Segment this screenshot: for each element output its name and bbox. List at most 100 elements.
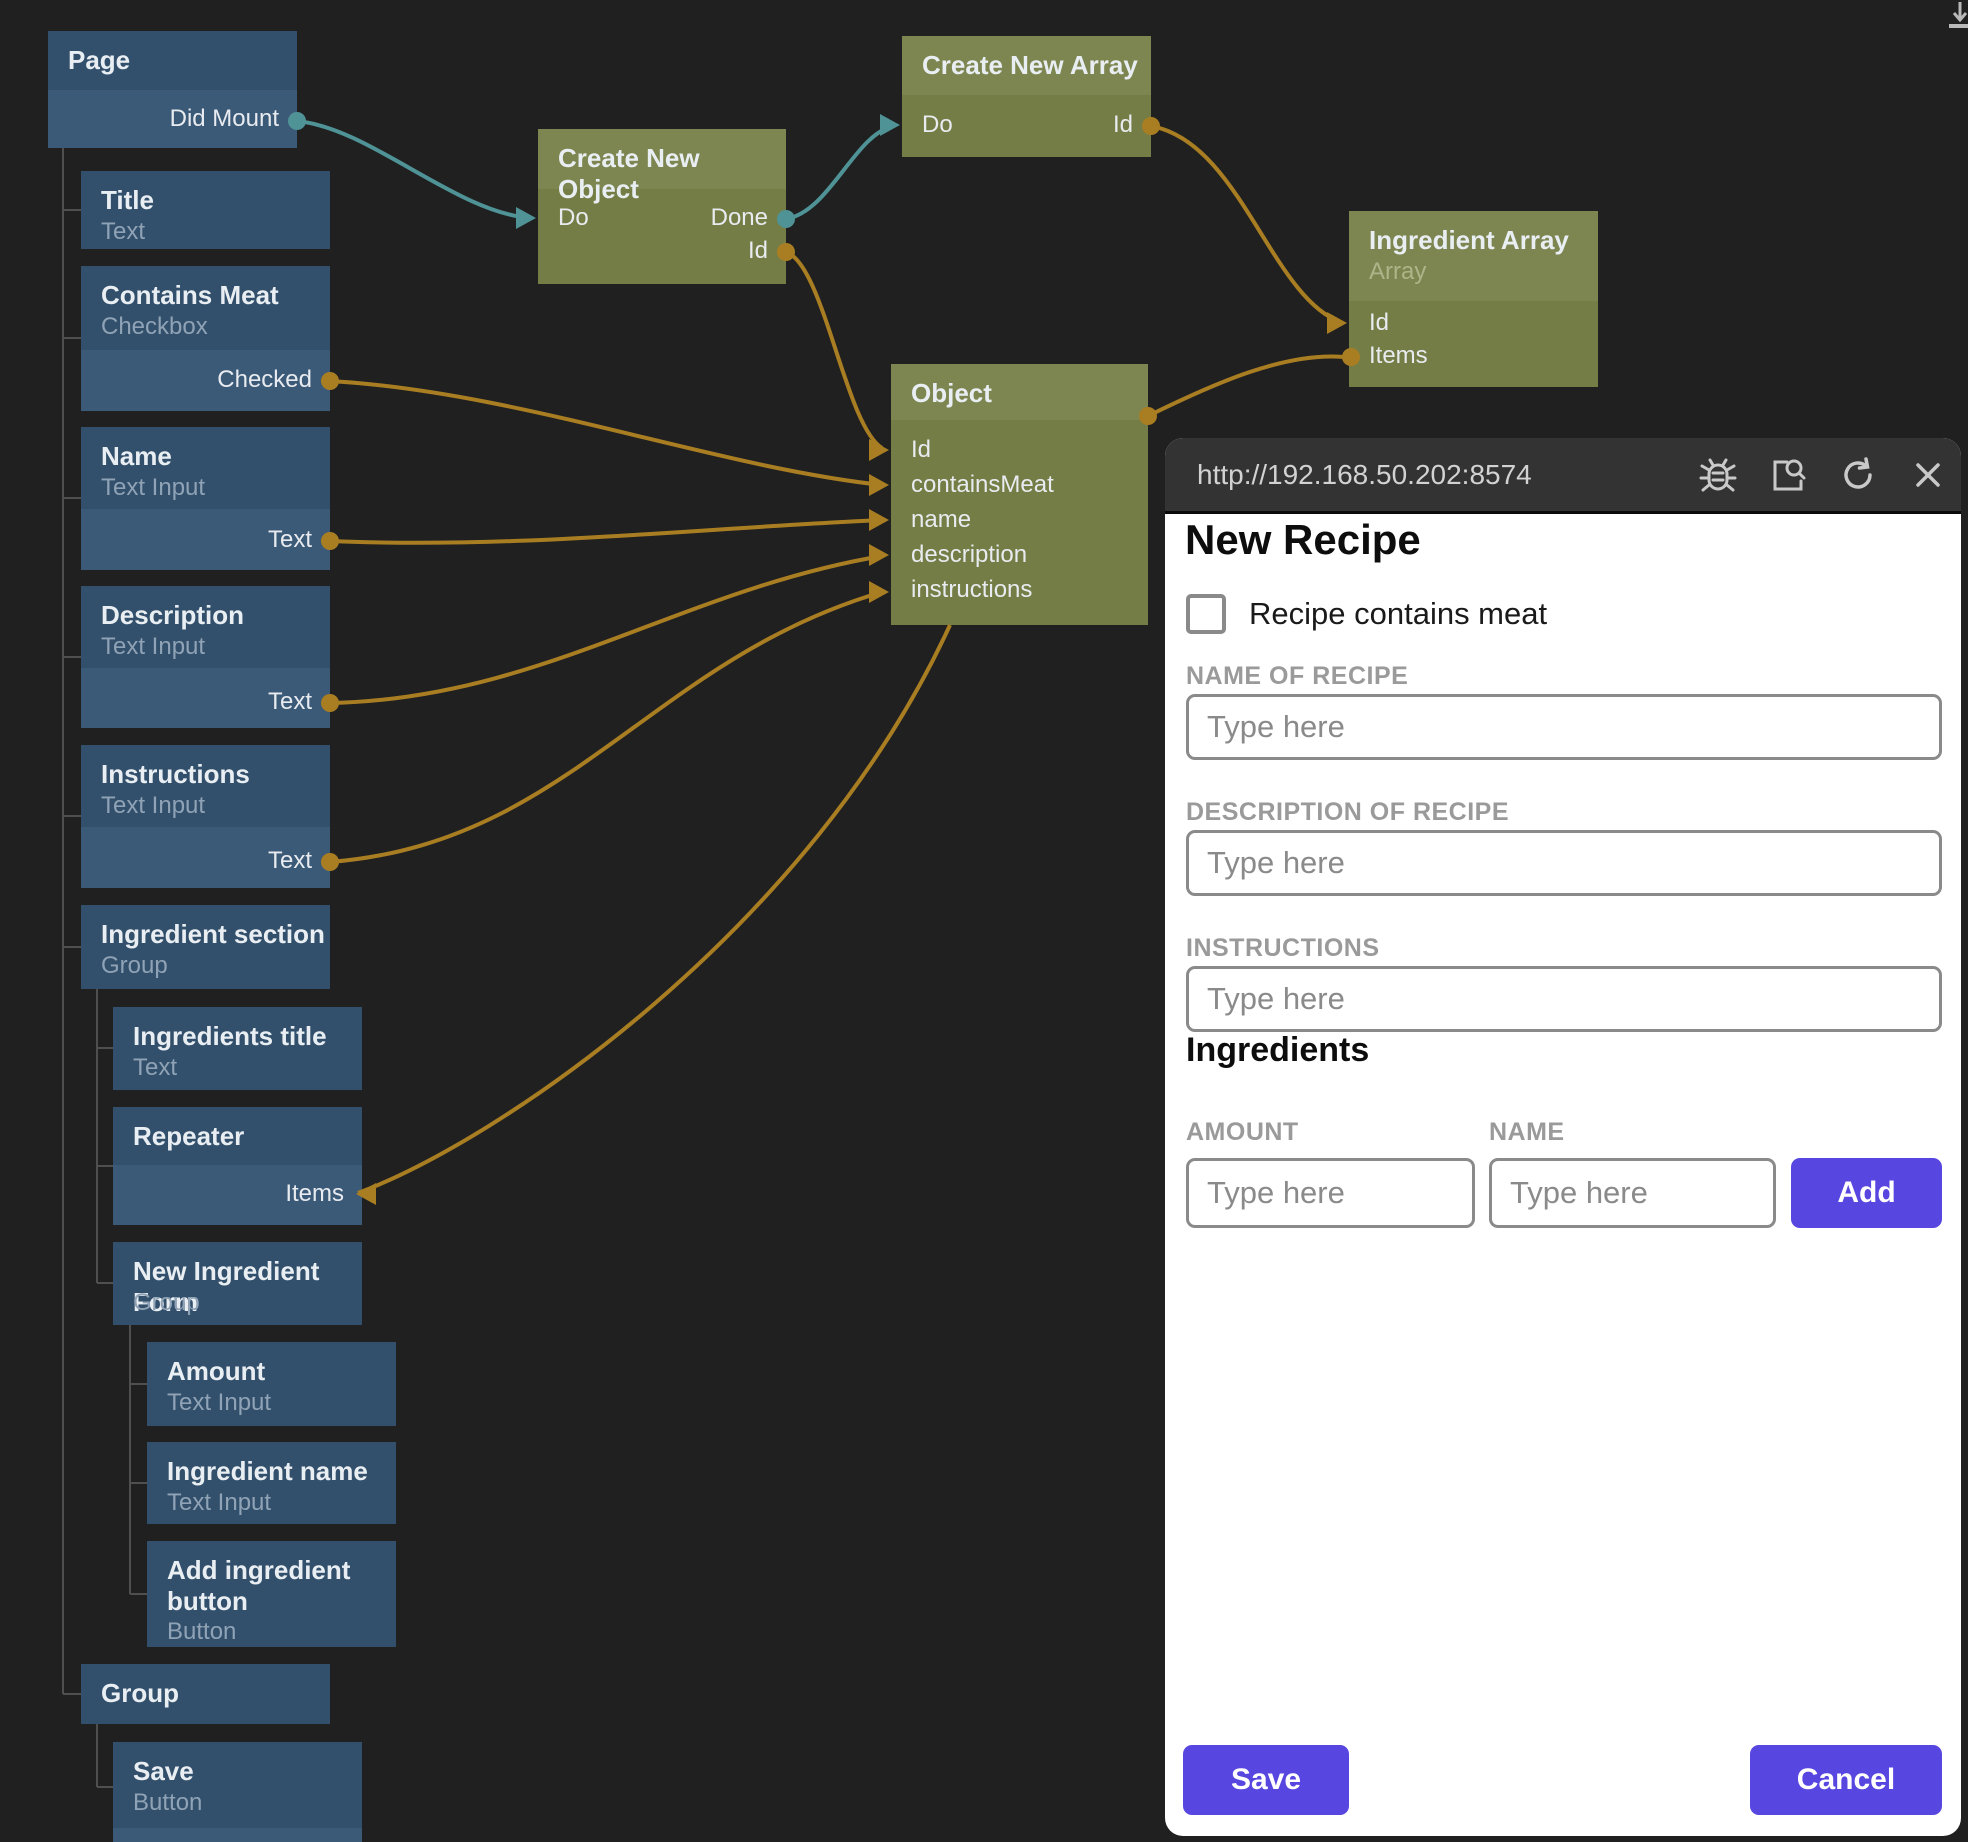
name-of-recipe-label: NAME OF RECIPE [1186, 662, 1409, 690]
close-icon[interactable] [1909, 456, 1947, 494]
node-header: Group [81, 1664, 330, 1724]
node-subtitle: Text Input [101, 474, 206, 501]
recipe-instructions-input[interactable] [1186, 966, 1942, 1032]
node-subtitle: Text Input [101, 792, 206, 819]
save-button[interactable]: Save [1183, 1745, 1349, 1815]
node-subtitle: Group [133, 1289, 200, 1316]
ingredient-amount-input[interactable] [1186, 1158, 1475, 1228]
node-header: Page [48, 31, 297, 90]
node-title: Create New Array [922, 50, 1138, 80]
node-subtitle: Group [101, 952, 168, 979]
node-subtitle: Text Input [167, 1389, 272, 1416]
port-id[interactable]: Id [1369, 309, 1390, 336]
add-ingredient-button[interactable]: Add [1791, 1158, 1942, 1228]
node-subtitle: Text Input [167, 1489, 272, 1516]
port-id[interactable]: Id [1112, 111, 1133, 138]
node-header: Repeater [113, 1107, 362, 1165]
node-title: Add ingredient button [167, 1555, 351, 1616]
port-items[interactable]: Items [1369, 342, 1428, 369]
description-of-recipe-label: DESCRIPTION OF RECIPE [1186, 798, 1510, 826]
node-title: Description [101, 600, 245, 630]
port-done[interactable]: Done [710, 204, 768, 231]
recipe-description-input[interactable] [1186, 830, 1942, 896]
page-title: New Recipe [1185, 516, 1421, 563]
node-title: Ingredients title [133, 1021, 327, 1051]
port-text[interactable]: Text [267, 526, 312, 553]
node-header: Create New Object [538, 129, 786, 204]
amount-label: AMOUNT [1186, 1118, 1299, 1146]
instructions-label: INSTRUCTIONS [1186, 934, 1380, 962]
bug-icon[interactable] [1699, 456, 1737, 494]
contains-meat-checkbox[interactable] [1186, 594, 1226, 634]
download-icon[interactable] [1934, 2, 1968, 32]
inspect-icon[interactable] [1769, 456, 1807, 494]
node-subtitle: Text [101, 218, 146, 245]
port-name[interactable]: name [911, 506, 972, 533]
port-instructions[interactable]: instructions [911, 576, 1033, 603]
port-do[interactable]: Do [558, 204, 589, 231]
node-title: Amount [167, 1356, 266, 1386]
port-text[interactable]: Text [267, 847, 312, 874]
node-subtitle: Text Input [101, 633, 206, 660]
port-text[interactable]: Text [267, 688, 312, 715]
node-subtitle: Button [133, 1789, 203, 1816]
port-id[interactable]: Id [911, 436, 932, 463]
node-subtitle: Checkbox [101, 313, 208, 340]
node-title: Name [101, 441, 172, 471]
url-text: http://192.168.50.202:8574 [1197, 459, 1532, 490]
cancel-button[interactable]: Cancel [1750, 1745, 1942, 1815]
port-did-mount[interactable]: Did Mount [169, 105, 279, 132]
node-title: Object [911, 378, 992, 408]
refresh-icon[interactable] [1839, 456, 1877, 494]
node-subtitle: Text [133, 1054, 178, 1081]
contains-meat-checkbox-label: Recipe contains meat [1249, 596, 1548, 631]
node-title: Create New Object [558, 143, 700, 204]
graph-node-group[interactable]: Group [81, 1664, 330, 1724]
node-title: Repeater [133, 1121, 245, 1151]
port-id[interactable]: Id [747, 237, 768, 264]
port-checked[interactable]: Checked [217, 366, 312, 393]
node-subtitle: Button [167, 1618, 237, 1645]
node-header: Object [891, 364, 1148, 420]
port-containsmeat[interactable]: containsMeat [911, 471, 1054, 498]
port-do[interactable]: Do [922, 111, 953, 138]
ingredient-name-label: NAME [1489, 1118, 1565, 1146]
recipe-name-input[interactable] [1186, 694, 1942, 760]
ingredient-name-input[interactable] [1489, 1158, 1776, 1228]
port-items[interactable]: Items [285, 1180, 344, 1207]
node-title: Save [133, 1756, 194, 1786]
node-title: Instructions [101, 759, 250, 789]
port-description[interactable]: description [911, 541, 1028, 568]
node-title: Ingredient section [101, 919, 325, 949]
